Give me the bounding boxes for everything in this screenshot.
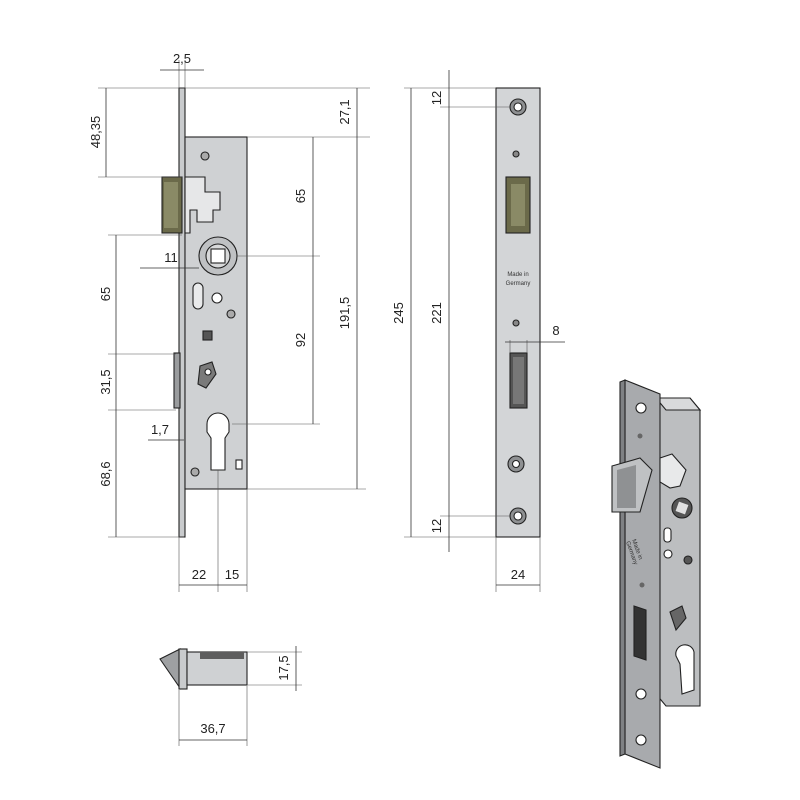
render-case-lever <box>669 605 687 632</box>
dimension-lines: 2,5 48,35 65 31,5 68,6 11 1,7 27, <box>88 51 565 746</box>
render-cylinder-cutout <box>675 644 695 695</box>
render-bolt-slot <box>633 605 647 661</box>
render-follower <box>659 453 687 489</box>
render-case-top <box>654 397 702 411</box>
render-spindle-square <box>675 501 689 515</box>
dim-screw-hole-bottom: 12 <box>429 519 444 533</box>
spindle-square <box>210 248 226 264</box>
dim-spindle-setback: 11 <box>164 250 178 265</box>
render-case-slot <box>663 527 672 543</box>
dim-forend-thickness: 2,5 <box>173 51 191 66</box>
case-screw-icon <box>226 309 236 319</box>
forend-face <box>495 87 541 538</box>
dim-case-depth-rear: 15 <box>225 567 239 582</box>
dim-forend-length: 245 <box>391 302 406 324</box>
dim-latch-to-spindle: 65 <box>98 287 113 301</box>
render-forend <box>624 379 661 769</box>
latch-follower <box>184 176 221 234</box>
forend-front-view: Made in Germany <box>495 87 541 538</box>
forend-screw-hole-bottom-inner <box>513 511 523 521</box>
forend-cylinder-screw-inner <box>511 459 521 469</box>
dim-bolt-width: 8 <box>552 323 559 338</box>
dim-latch-height: 17,5 <box>276 655 291 680</box>
latch-bolt-shading <box>164 182 178 228</box>
dim-spindle-to-bolt: 31,5 <box>98 369 113 394</box>
case-slot <box>192 282 204 310</box>
latch-top-dark <box>200 652 244 659</box>
render-forend-hole <box>635 402 647 414</box>
case-screw-icon <box>200 151 210 161</box>
lock-body-view <box>161 87 248 538</box>
cylinder-cutout <box>206 412 230 471</box>
forend-rivet-icon <box>512 150 520 158</box>
forend-latch-inner <box>511 184 525 226</box>
latch-top-view <box>159 648 248 690</box>
forend-bolt-inner <box>513 357 524 404</box>
dim-top-to-latch: 48,35 <box>88 116 103 149</box>
forend-stamp-line1: Made in <box>507 272 528 278</box>
forend-rivet-icon <box>512 319 520 327</box>
dim-case-height: 191,5 <box>337 297 352 330</box>
forend-screw-hole-top-inner <box>513 102 523 112</box>
dim-spindle-to-cylinder: 92 <box>293 333 308 347</box>
dead-bolt <box>173 352 181 409</box>
render-forend-hole <box>635 734 647 746</box>
render-cylinder-screw <box>635 688 647 700</box>
dim-screw-hole-top: 12 <box>429 91 444 105</box>
case-square-pin <box>202 330 213 341</box>
dim-forend-width: 24 <box>511 567 525 582</box>
dim-forend-top-to-case: 27,1 <box>337 99 352 124</box>
dim-backset: 22 <box>192 567 206 582</box>
dim-latch-depth: 36,7 <box>200 721 225 736</box>
latch-top-plate <box>178 648 188 690</box>
bolt-lever-pin <box>204 368 212 376</box>
render-forend-edge <box>619 379 626 757</box>
dim-spindle-to-case-top: 65 <box>293 189 308 203</box>
forend-stamp-line2: Germany <box>506 281 531 287</box>
render-case-hole <box>683 555 693 565</box>
render-forend-rivet <box>639 582 645 588</box>
case-screw-icon <box>190 467 200 477</box>
dim-bolt-to-bottom: 68,6 <box>98 461 113 486</box>
latch-top-shape <box>159 648 181 690</box>
case-hole <box>211 292 223 304</box>
lock-3d-render: Made in Germany <box>611 379 702 769</box>
render-forend-rivet <box>637 433 643 439</box>
render-latch-face <box>617 465 636 508</box>
render-case-hole <box>663 549 673 559</box>
cylinder-cam-slot <box>235 459 243 470</box>
forend-plate <box>178 87 186 538</box>
dim-screw-hole-spacing: 221 <box>429 302 444 324</box>
dim-bolt-offset: 1,7 <box>151 422 169 437</box>
